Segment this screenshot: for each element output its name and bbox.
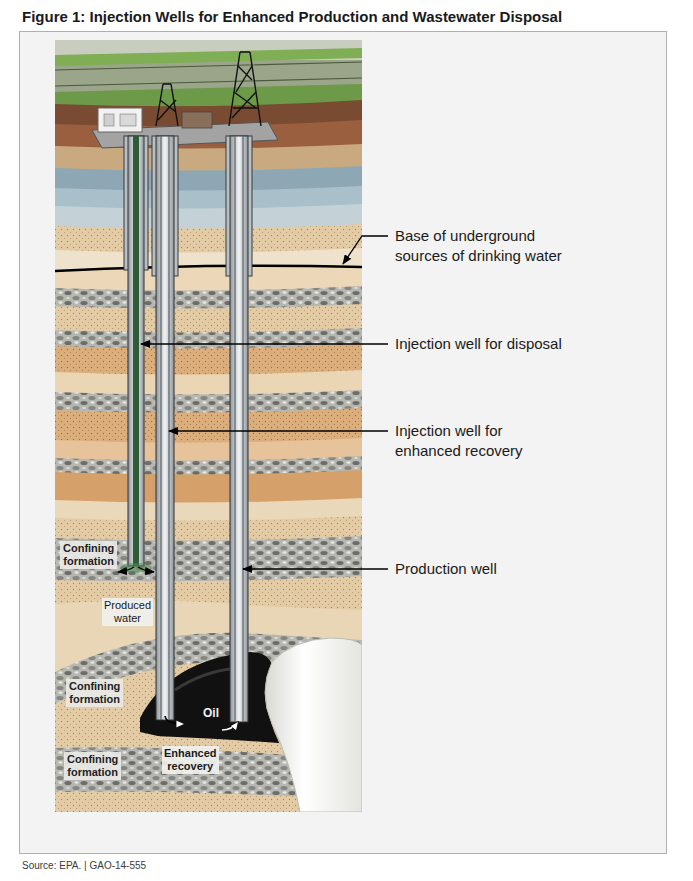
callout-label: Injection well for enhanced recovery — [395, 421, 545, 461]
reservoir-label: Oil — [203, 706, 219, 720]
leader-lines — [141, 236, 388, 569]
callout-label: Production well — [395, 559, 635, 579]
callout-label: Injection well for disposal — [395, 334, 635, 354]
formation-text: Confining formation — [63, 542, 114, 568]
wells — [118, 136, 252, 730]
flow-label: Enhanced recovery — [162, 746, 219, 774]
formation-text: Confining formation — [69, 680, 120, 706]
flow-label: Produced water — [102, 598, 153, 626]
formation-text: Confining formation — [67, 753, 118, 779]
drinking-water-base-line — [55, 266, 362, 271]
formation-tag: Confining formation — [60, 541, 117, 569]
callout-label: Base of underground sources of drinking … — [395, 226, 575, 266]
strata — [55, 40, 362, 812]
source-caption: Source: EPA. | GAO-14-555 — [22, 860, 146, 872]
surface-facilities — [92, 52, 278, 148]
figure-title: Figure 1: Injection Wells for Enhanced P… — [22, 8, 562, 26]
formation-tag: Confining formation — [64, 752, 121, 780]
figure-frame — [20, 32, 667, 854]
formation-tag: Confining formation — [66, 679, 123, 707]
salt-dome — [265, 638, 362, 812]
